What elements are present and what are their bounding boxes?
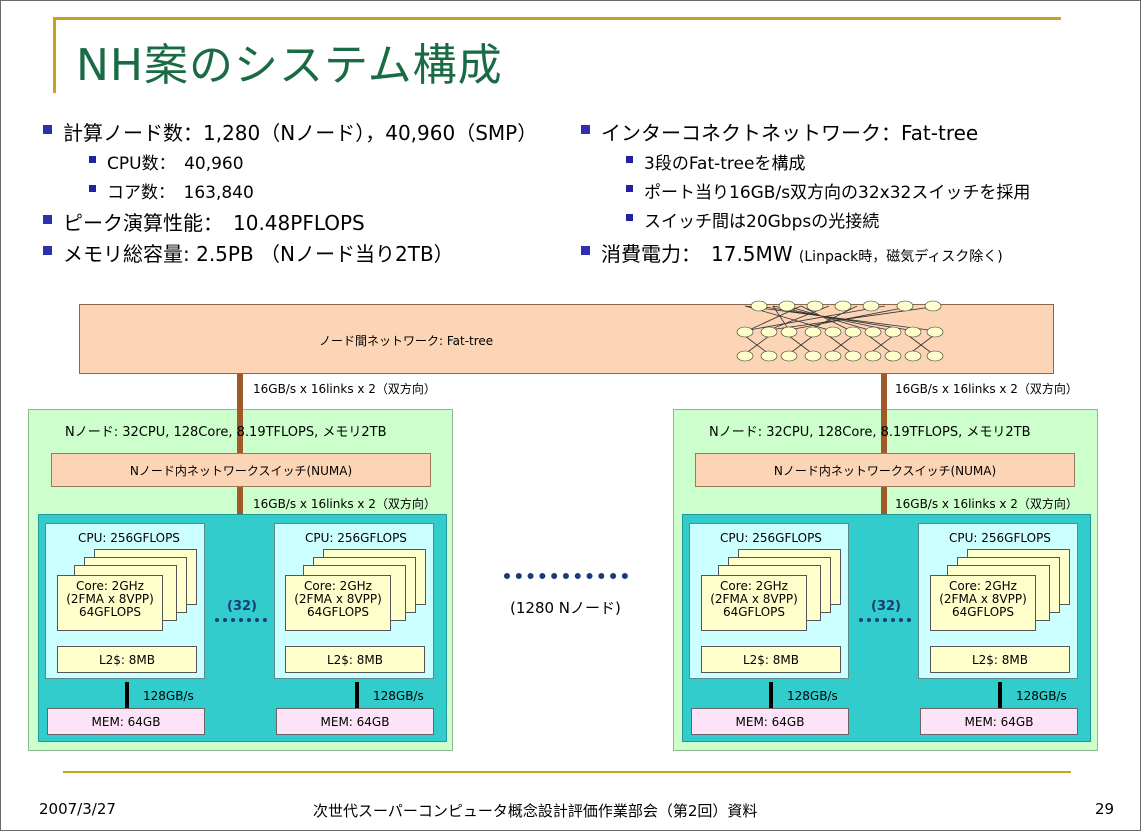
core-box: Core: 2GHz (2FMA x 8VPP) 64GFLOPS xyxy=(930,575,1036,631)
bullet-compute-nodes: 計算ノード数：1,280（Nノード），40,960（SMP） xyxy=(63,121,538,145)
switch-link xyxy=(237,487,243,514)
core-line: (2FMA x 8VPP) xyxy=(66,592,154,606)
inter-node-network-label: ノード間ネットワーク: Fat-tree xyxy=(319,334,494,348)
footer-date: 2007/3/27 xyxy=(39,800,116,818)
core-line: 64GFLOPS xyxy=(78,605,142,619)
core-line: Core: 2GHz xyxy=(949,579,1017,593)
core-line: Core: 2GHz xyxy=(76,579,144,593)
cpu-ellipsis-dots xyxy=(215,618,267,622)
l2-cache-label: L2$: 8MB xyxy=(971,652,1029,667)
cpu-label: CPU: 256GFLOPS xyxy=(720,531,822,545)
bullet-power: 消費電力： 17.5MW (Linpack時，磁気ディスク除く) xyxy=(601,238,1003,267)
footer-title: 次世代スーパーコンピュータ概念設計評価作業部会（第2回）資料 xyxy=(313,802,758,820)
core-line: 64GFLOPS xyxy=(951,605,1015,619)
numa-switch-box: Nノード内ネットワークスイッチ(NUMA) xyxy=(695,453,1075,487)
memory-link xyxy=(769,682,773,708)
cpu-ellipsis-dots xyxy=(859,618,911,622)
bullet-memory-total: メモリ総容量: 2.5PB （Nノード当り2TB） xyxy=(63,242,454,266)
core-box: Core: 2GHz (2FMA x 8VPP) 64GFLOPS xyxy=(57,575,163,631)
l2-cache-label: L2$: 8MB xyxy=(98,652,156,667)
footer-rule xyxy=(63,771,1071,773)
bullet-marker xyxy=(43,125,52,134)
core-line: 64GFLOPS xyxy=(722,605,786,619)
sub-bullet-marker xyxy=(626,185,633,192)
sub-bullet-switch-ports: ポート当り16GB/s双方向の32x32スイッチを採用 xyxy=(644,183,1031,203)
l2-cache-label: L2$: 8MB xyxy=(326,652,384,667)
bullet-interconnect: インターコネクトネットワーク：Fat-tree xyxy=(601,121,979,145)
memory-box: MEM: 64GB xyxy=(920,708,1078,735)
memory-box: MEM: 64GB xyxy=(47,708,205,735)
core-box: Core: 2GHz (2FMA x 8VPP) 64GFLOPS xyxy=(701,575,807,631)
bullet-marker xyxy=(581,246,590,255)
memory-bw-label: 128GB/s xyxy=(373,689,424,703)
cpu-count-label: (32) xyxy=(227,599,257,614)
memory-bw-label: 128GB/s xyxy=(1016,689,1067,703)
numa-switch-label: Nノード内ネットワークスイッチ(NUMA) xyxy=(773,463,997,478)
sub-bullet-core-count: コア数： 163,840 xyxy=(107,183,254,203)
sub-bullet-marker xyxy=(626,214,633,221)
l2-cache-box: L2$: 8MB xyxy=(930,646,1070,673)
cpu-count-label: (32) xyxy=(871,599,901,614)
core-line: (2FMA x 8VPP) xyxy=(710,592,798,606)
inter-node-network-box xyxy=(79,304,1054,374)
fat-tree-topology-icon xyxy=(736,300,944,362)
memory-link xyxy=(998,682,1002,708)
sub-bullet-cpu-count: CPU数： 40,960 xyxy=(107,154,244,174)
title-rule-horizontal xyxy=(53,17,1061,20)
cpu-label: CPU: 256GFLOPS xyxy=(305,531,407,545)
power-value: 消費電力： 17.5MW xyxy=(601,242,793,266)
title-rule-vertical xyxy=(53,17,56,93)
switch-link xyxy=(881,487,887,514)
memory-label: MEM: 64GB xyxy=(735,714,805,729)
memory-label: MEM: 64GB xyxy=(964,714,1034,729)
memory-link xyxy=(125,682,129,708)
memory-link xyxy=(355,682,359,708)
power-note: (Linpack時，磁気ディスク除く) xyxy=(798,249,1003,265)
l2-cache-label: L2$: 8MB xyxy=(742,652,800,667)
bullet-marker xyxy=(581,125,590,134)
slide-title: NH案のシステム構成 xyxy=(76,40,503,91)
sub-bullet-marker xyxy=(89,156,96,163)
n-node-label: Nノード: 32CPU, 128Core, 8.19TFLOPS, メモリ2TB xyxy=(65,425,387,440)
memory-bw-label: 128GB/s xyxy=(787,689,838,703)
l2-cache-box: L2$: 8MB xyxy=(57,646,197,673)
core-box: Core: 2GHz (2FMA x 8VPP) 64GFLOPS xyxy=(285,575,391,631)
cpu-label: CPU: 256GFLOPS xyxy=(949,531,1051,545)
network-link xyxy=(881,409,887,453)
node-count-label: (1280 Nノード) xyxy=(510,599,621,617)
l2-cache-box: L2$: 8MB xyxy=(285,646,425,673)
network-link xyxy=(881,374,887,409)
network-link-label: 16GB/s x 16links x 2（双方向） xyxy=(895,382,1078,396)
sub-bullet-marker xyxy=(89,185,96,192)
node-ellipsis-dots xyxy=(504,573,628,579)
core-line: 64GFLOPS xyxy=(306,605,370,619)
core-line: Core: 2GHz xyxy=(720,579,788,593)
memory-bw-label: 128GB/s xyxy=(143,689,194,703)
sub-bullet-fat-tree-stages: 3段のFat-treeを構成 xyxy=(644,154,806,174)
footer-page-number: 29 xyxy=(1095,800,1115,818)
switch-link-label: 16GB/s x 16links x 2（双方向） xyxy=(895,497,1078,511)
l2-cache-box: L2$: 8MB xyxy=(701,646,841,673)
memory-label: MEM: 64GB xyxy=(320,714,390,729)
cpu-label: CPU: 256GFLOPS xyxy=(78,531,180,545)
n-node-label: Nノード: 32CPU, 128Core, 8.19TFLOPS, メモリ2TB xyxy=(709,425,1031,440)
network-link-label: 16GB/s x 16links x 2（双方向） xyxy=(253,382,436,396)
bullet-peak-performance: ピーク演算性能： 10.48PFLOPS xyxy=(63,211,365,235)
core-line: (2FMA x 8VPP) xyxy=(939,592,1027,606)
memory-box: MEM: 64GB xyxy=(691,708,849,735)
core-line: Core: 2GHz xyxy=(304,579,372,593)
memory-label: MEM: 64GB xyxy=(91,714,161,729)
network-link xyxy=(237,409,243,453)
bullet-marker xyxy=(43,246,52,255)
sub-bullet-marker xyxy=(626,156,633,163)
network-link xyxy=(237,374,243,409)
numa-switch-label: Nノード内ネットワークスイッチ(NUMA) xyxy=(129,463,353,478)
sub-bullet-optical-link: スイッチ間は20Gbpsの光接続 xyxy=(644,212,880,232)
core-line: (2FMA x 8VPP) xyxy=(294,592,382,606)
memory-box: MEM: 64GB xyxy=(276,708,434,735)
bullet-marker xyxy=(43,215,52,224)
numa-switch-box: Nノード内ネットワークスイッチ(NUMA) xyxy=(51,453,431,487)
switch-link-label: 16GB/s x 16links x 2（双方向） xyxy=(253,497,436,511)
